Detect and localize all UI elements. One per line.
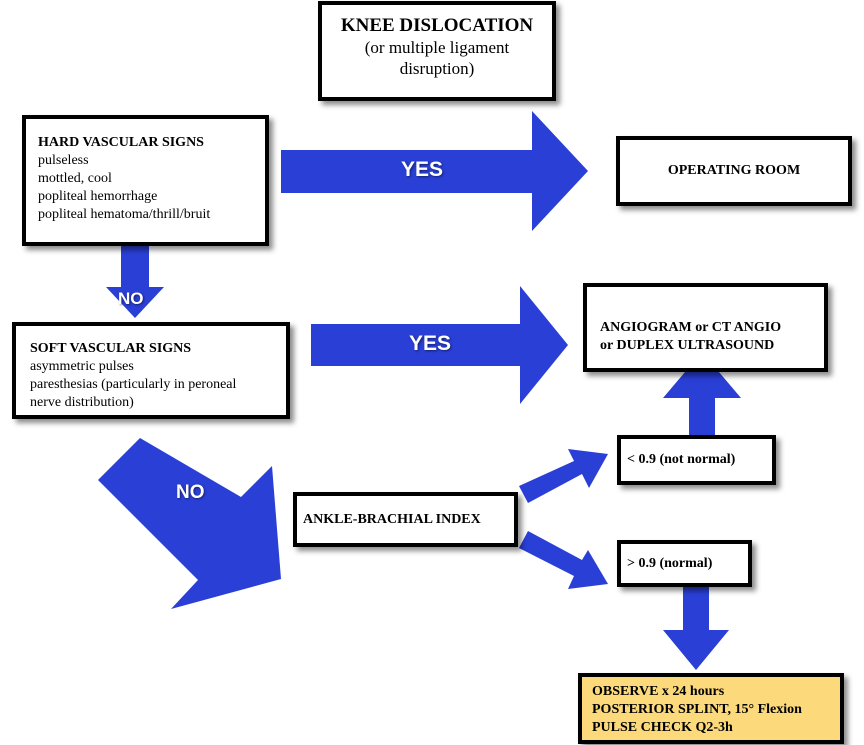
hard-sign-item: mottled, cool [38, 171, 112, 186]
no-arrow-hard [106, 242, 164, 318]
observe-box: OBSERVE x 24 hours POSTERIOR SPLINT, 15°… [578, 673, 844, 744]
yes-arrow-hard [281, 111, 588, 231]
soft-sign-item: nerve distribution) [30, 395, 134, 410]
abi-low-label: < 0.9 (not normal) [627, 452, 736, 467]
arrow-to-abi-high [519, 531, 608, 589]
soft-signs-box: SOFT VASCULAR SIGNS asymmetric pulses pa… [12, 322, 290, 419]
abi-high-label: > 0.9 (normal) [627, 555, 713, 571]
hard-sign-item: popliteal hemorrhage [38, 189, 158, 204]
arrow-down-to-observe [663, 586, 729, 670]
title-box: KNEE DISLOCATION (or multiple ligament d… [318, 1, 556, 101]
yes-arrow-soft [311, 286, 568, 404]
arrow-up-to-imaging [663, 352, 741, 437]
abi-high-box: > 0.9 (normal) [617, 540, 752, 587]
hard-sign-item: popliteal hematoma/thrill/bruit [38, 207, 211, 222]
operating-room-label: OPERATING ROOM [667, 163, 801, 178]
title-subtitle-line2: disruption) [399, 59, 475, 78]
hard-signs-box: HARD VASCULAR SIGNS pulseless mottled, c… [22, 115, 269, 246]
page-title: KNEE DISLOCATION [340, 15, 534, 36]
abi-low-box: < 0.9 (not normal) [617, 435, 776, 485]
imaging-line1: ANGIOGRAM or CT ANGIO [600, 320, 782, 335]
no-arrow-soft [98, 438, 281, 609]
yes-label-hard: YES [401, 158, 444, 181]
arrow-to-abi-low [519, 449, 608, 503]
hard-signs-heading: HARD VASCULAR SIGNS [38, 135, 204, 150]
soft-signs-heading: SOFT VASCULAR SIGNS [30, 341, 192, 356]
no-label-soft: NO [176, 482, 205, 503]
hard-sign-item: pulseless [38, 153, 89, 168]
abi-label: ANKLE-BRACHIAL INDEX [303, 511, 481, 527]
yes-label-soft: YES [409, 332, 452, 355]
abi-box: ANKLE-BRACHIAL INDEX [293, 492, 518, 547]
observe-line1: OBSERVE x 24 hours [592, 684, 725, 699]
imaging-line2: or DUPLEX ULTRASOUND [600, 338, 775, 353]
no-label-hard: NO [118, 289, 144, 308]
title-subtitle-line1: (or multiple ligament [364, 38, 510, 57]
soft-sign-item: asymmetric pulses [30, 359, 134, 374]
imaging-box: ANGIOGRAM or CT ANGIO or DUPLEX ULTRASOU… [583, 283, 828, 372]
observe-line2: POSTERIOR SPLINT, 15° Flexion [592, 702, 802, 717]
operating-room-box: OPERATING ROOM [616, 136, 852, 206]
observe-line3: PULSE CHECK Q2-3h [592, 720, 733, 735]
soft-sign-item: paresthesias (particularly in peroneal [30, 377, 237, 392]
